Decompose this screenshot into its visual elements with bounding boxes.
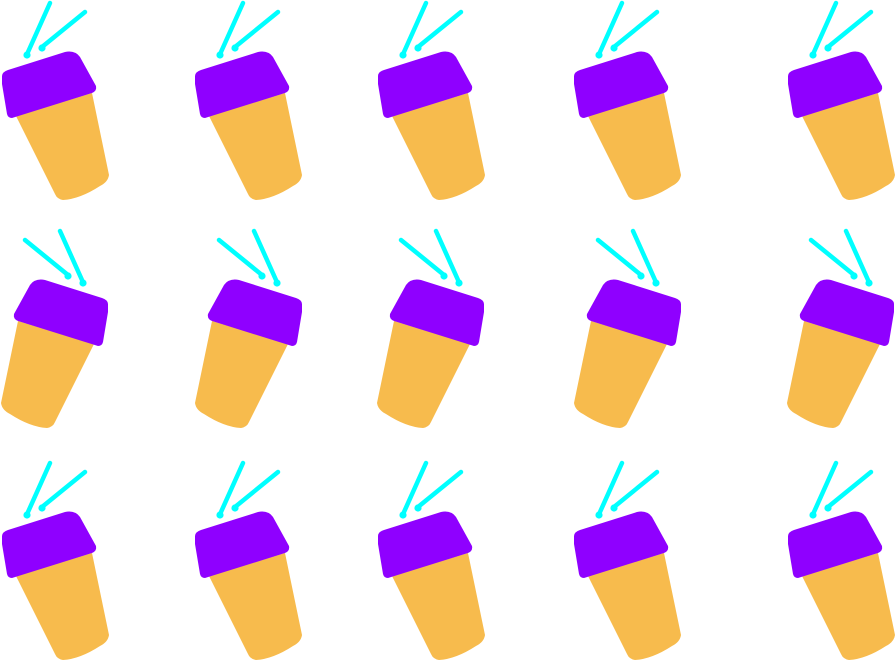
- coffee-cup-icon: [377, 231, 484, 428]
- coffee-cup-icon: [195, 3, 302, 200]
- coffee-cup-icon: [2, 463, 109, 660]
- coffee-cup-icon: [2, 3, 109, 200]
- coffee-cup-icon: [787, 231, 894, 428]
- coffee-cup-icon: [195, 231, 302, 428]
- coffee-cup-icon: [788, 3, 895, 200]
- coffee-cup-icon: [195, 463, 302, 660]
- coffee-cup-icon: [788, 463, 895, 660]
- coffee-cup-icon: [378, 3, 485, 200]
- coffee-cup-icon: [1, 231, 108, 428]
- coffee-cup-icon: [574, 3, 681, 200]
- coffee-cup-icon: [378, 463, 485, 660]
- coffee-cup-icon: [574, 231, 681, 428]
- coffee-cup-icon: [574, 463, 681, 660]
